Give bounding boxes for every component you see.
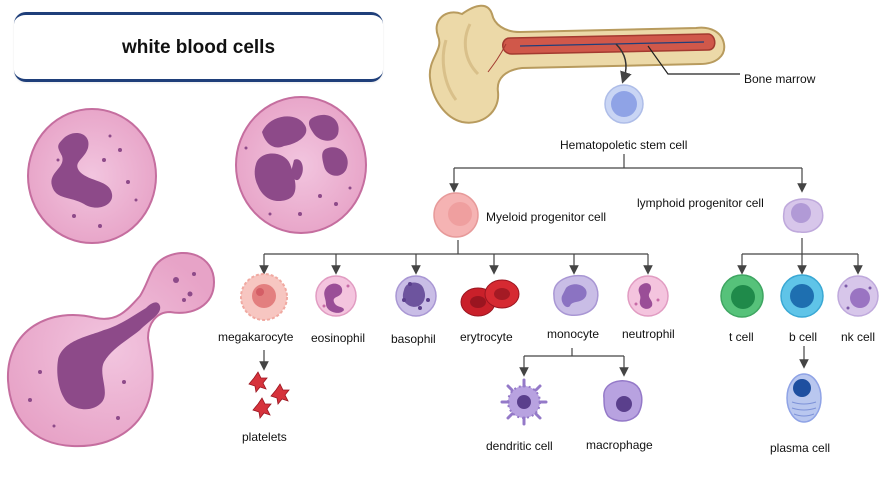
macrophage-label: macrophage xyxy=(586,438,653,452)
t-cell-label: t cell xyxy=(729,330,754,344)
monocyte-icon xyxy=(553,274,599,317)
stem-cell-label: Hematopoletic stem cell xyxy=(560,138,688,152)
title-box: white blood cells xyxy=(14,12,383,82)
neutrophil-label: neutrophil xyxy=(622,327,675,341)
monocyte-label: monocyte xyxy=(547,327,600,341)
erythrocyte-icon xyxy=(460,279,520,317)
nk-cell-icon xyxy=(837,275,879,317)
plasma-cell-label: plasma cell xyxy=(770,441,831,455)
migrating-cell-illustration xyxy=(6,252,216,448)
stem-cell-icon xyxy=(604,84,644,124)
bone-marrow-label: Bone marrow xyxy=(744,72,816,86)
basophil-label: basophil xyxy=(391,332,436,346)
basophil-icon xyxy=(395,275,437,317)
bone-illustration xyxy=(428,4,740,124)
dendritic-cell-label: dendritic cell xyxy=(486,439,553,453)
eosinophil-label: eosinophil xyxy=(311,331,366,345)
nk-cell-label: nk cell xyxy=(841,330,876,344)
eosinophil-icon xyxy=(315,275,357,317)
macrophage-icon xyxy=(603,380,643,422)
dendritic-cell-icon xyxy=(500,378,548,426)
myeloid-progenitor-icon xyxy=(433,192,479,238)
large-neutrophil-illustration-2 xyxy=(235,96,367,234)
neutrophil-icon xyxy=(627,275,669,317)
myeloid-progenitor-label: Myeloid progenitor cell xyxy=(486,210,607,224)
megakaryocyte-label: megakarocyte xyxy=(218,330,294,344)
lymphoid-progenitor-icon xyxy=(782,198,824,234)
b-cell-label: b cell xyxy=(789,330,818,344)
large-neutrophil-illustration xyxy=(27,108,157,244)
megakaryocyte-icon xyxy=(240,273,288,321)
platelets-icon xyxy=(248,371,290,419)
diagram-title: white blood cells xyxy=(121,37,276,58)
lymphoid-progenitor-label: lymphoid progenitor cell xyxy=(637,196,764,210)
erythrocyte-label: erytrocyte xyxy=(460,330,513,344)
t-cell-icon xyxy=(720,274,764,318)
b-cell-icon xyxy=(780,274,824,318)
platelets-label: platelets xyxy=(242,430,287,444)
tree-connectors xyxy=(259,154,863,377)
plasma-cell-icon xyxy=(786,373,822,423)
